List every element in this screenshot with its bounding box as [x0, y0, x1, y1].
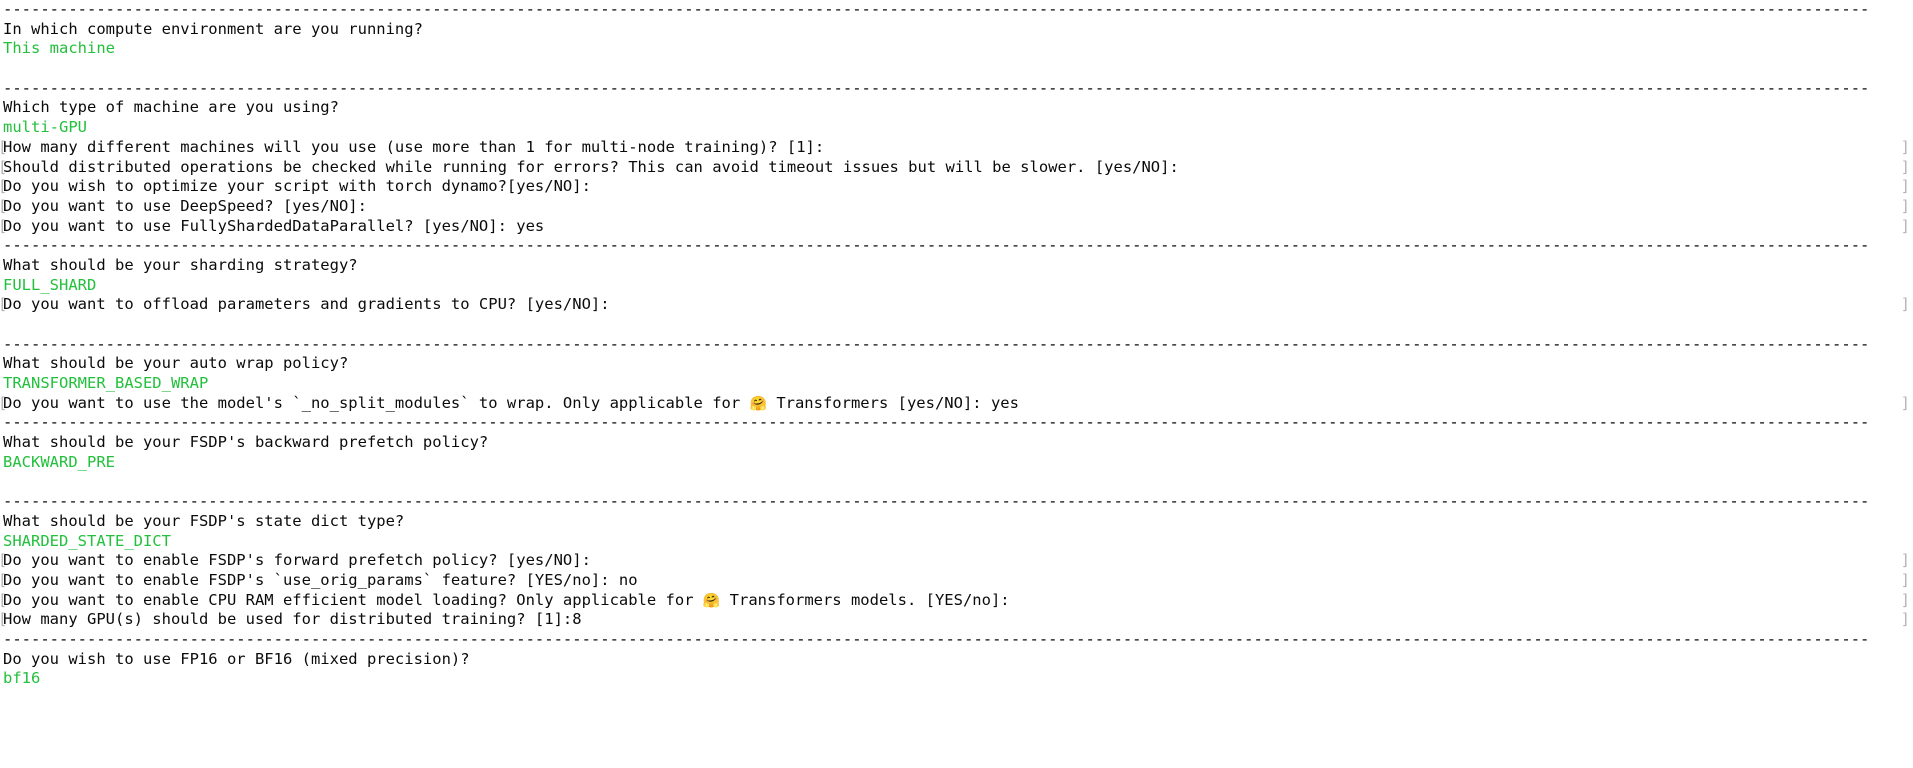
separator-rule: ----------------------------------------…: [3, 0, 1870, 18]
prompt-q-use-orig-params: Do you want to enable FSDP's `use_orig_p…: [0, 571, 1913, 591]
separator-rule: ----------------------------------------…: [3, 334, 1870, 353]
separator-rule: ----------------------------------------…: [3, 236, 1870, 255]
blank-line: [0, 315, 1913, 335]
prompt-q-fsdp: Do you want to use FullyShardedDataParal…: [0, 217, 1913, 237]
prompt-text-tail: Transformers models. [YES/no]:: [720, 590, 1010, 609]
prompt-q-num-machines: How many different machines will you use…: [0, 138, 1913, 158]
prompt-q-forward-prefetch: Do you want to enable FSDP's forward pre…: [0, 551, 1913, 571]
separator-rule: ----------------------------------------…: [3, 630, 1870, 648]
prompt-q-state-dict-type: What should be your FSDP's state dict ty…: [3, 511, 405, 530]
prompt-q-cpu-ram-efficient-loading: Do you want to enable CPU RAM efficient …: [0, 591, 1913, 611]
answer-a-sharding-strategy: FULL_SHARD: [3, 275, 97, 294]
prompt-q-num-gpus: How many GPU(s) should be used for distr…: [0, 610, 1913, 630]
separator-rule: ----------------------------------------…: [3, 413, 1870, 432]
blank-line: [0, 473, 1913, 493]
prompt-q-mixed-precision: Do you wish to use FP16 or BF16 (mixed p…: [3, 649, 470, 668]
answer-a-auto-wrap-policy: TRANSFORMER_BASED_WRAP: [3, 374, 209, 393]
blank-line: [0, 59, 1913, 79]
answer-a-mixed-precision: bf16: [3, 669, 41, 688]
prompt-q-offload-params: Do you want to offload parameters and gr…: [0, 295, 1913, 315]
answer-a-state-dict-type: SHARDED_STATE_DICT: [3, 531, 171, 550]
answer-a-compute-environment: This machine: [3, 39, 115, 58]
answer-a-machine-type: multi-GPU: [3, 118, 87, 137]
prompt-q-machine-type: Which type of machine are you using?: [3, 98, 339, 117]
prompt-text: Do you want to use the model's `_no_spli…: [3, 393, 750, 412]
prompt-q-compute-environment: In which compute environment are you run…: [3, 19, 423, 38]
prompt-q-torch-dynamo: Do you wish to optimize your script with…: [0, 177, 1913, 197]
prompt-text-tail: Transformers [yes/NO]: yes: [766, 393, 1019, 412]
hugging-face-icon: 🤗: [702, 592, 721, 609]
separator-rule: ----------------------------------------…: [3, 78, 1870, 97]
prompt-text: Do you want to enable CPU RAM efficient …: [3, 590, 703, 609]
prompt-q-sharding-strategy: What should be your sharding strategy?: [3, 255, 358, 274]
prompt-q-check-distributed-ops: Should distributed operations be checked…: [0, 158, 1913, 178]
prompt-q-no-split-modules: Do you want to use the model's `_no_spli…: [0, 394, 1913, 414]
separator-rule: ----------------------------------------…: [3, 492, 1870, 511]
prompt-q-auto-wrap-policy: What should be your auto wrap policy?: [3, 354, 349, 373]
prompt-q-backward-prefetch: What should be your FSDP's backward pref…: [3, 433, 489, 452]
prompt-q-deepspeed: Do you want to use DeepSpeed? [yes/NO]:: [0, 197, 1913, 217]
answer-a-backward-prefetch: BACKWARD_PRE: [3, 452, 115, 471]
hugging-face-icon: 🤗: [749, 395, 767, 412]
